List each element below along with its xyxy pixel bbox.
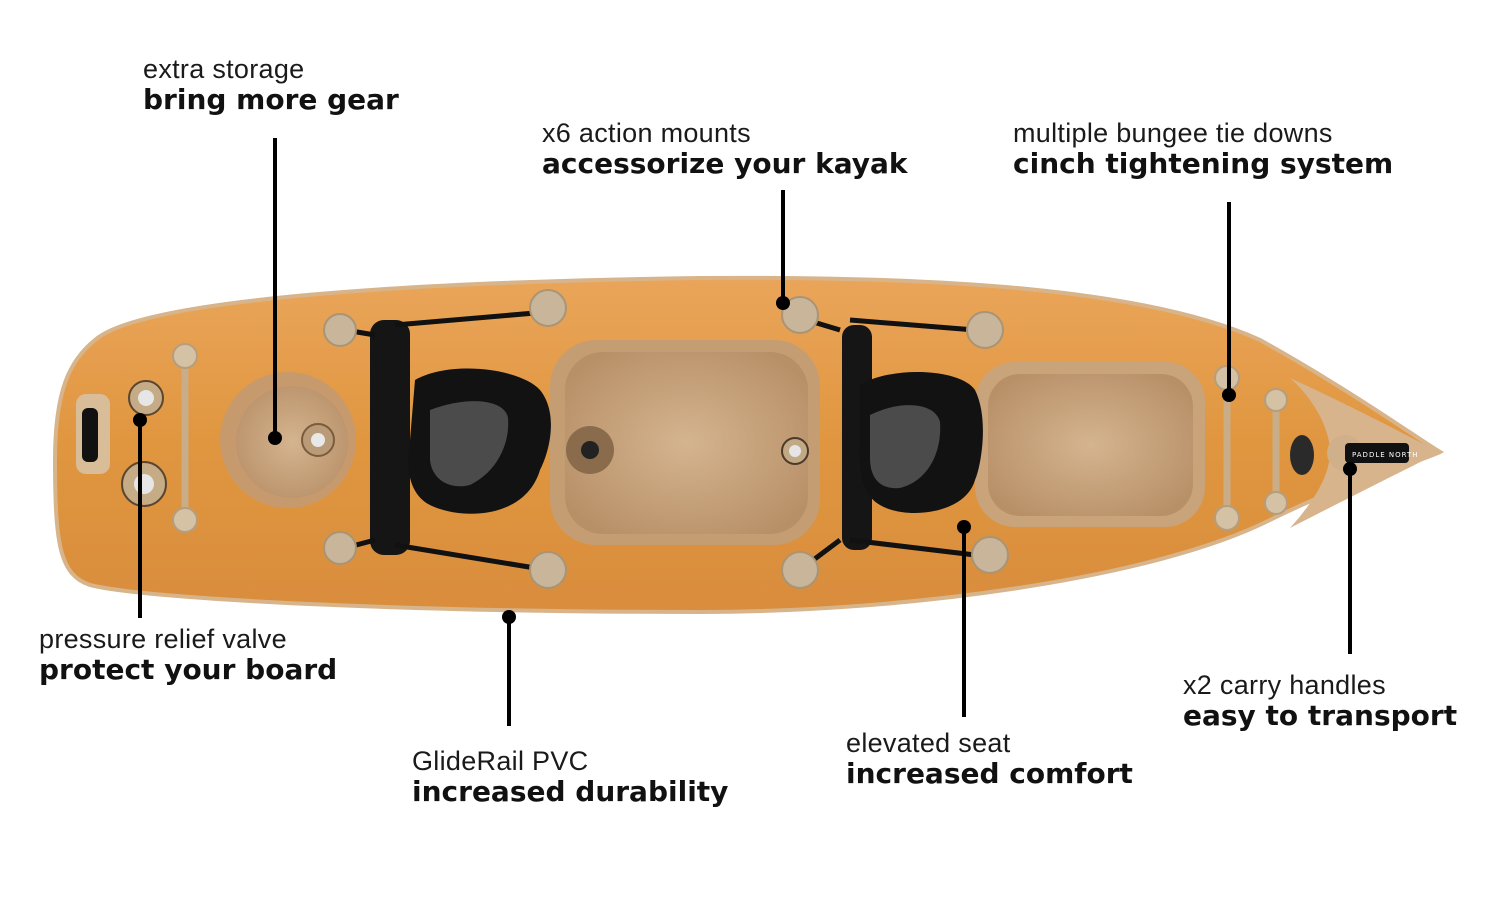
action-mounts [323, 289, 1009, 589]
front-seat [370, 320, 551, 555]
brand-logo [1290, 435, 1314, 475]
callout-subtitle: bring more gear [143, 83, 399, 117]
dot-valve [133, 413, 147, 427]
callout-bungee: multiple bungee tie downs cinch tighteni… [1013, 118, 1393, 180]
callout-subtitle: protect your board [39, 653, 338, 687]
leader-handles [1348, 468, 1352, 654]
callout-title: x2 carry handles [1183, 670, 1386, 700]
rear-carry-handle [76, 394, 110, 474]
front-carry-handle: PADDLE NORTH [1327, 435, 1419, 471]
dot-handles [1343, 462, 1357, 476]
callout-subtitle: easy to transport [1183, 699, 1458, 733]
leader-rail [507, 618, 511, 726]
callout-title: extra storage [143, 54, 305, 84]
dot-seat [957, 520, 971, 534]
dot-bungee [1222, 388, 1236, 402]
callout-seat: elevated seat increased comfort [846, 728, 1133, 790]
callout-subtitle: increased durability [412, 775, 729, 809]
callout-title: elevated seat [846, 728, 1011, 758]
callout-title: pressure relief valve [39, 624, 287, 654]
callout-subtitle: increased comfort [846, 757, 1133, 791]
leader-mounts [781, 190, 785, 305]
callout-storage: extra storage bring more gear [143, 54, 399, 116]
callout-title: GlideRail PVC [412, 746, 589, 776]
bungee-straps [181, 356, 1280, 524]
leader-valve [138, 420, 142, 618]
callout-title: x6 action mounts [542, 118, 751, 148]
leader-seat [962, 527, 966, 717]
leader-storage [273, 138, 277, 438]
dot-rail [502, 610, 516, 624]
callout-title: multiple bungee tie downs [1013, 118, 1333, 148]
dot-mounts [776, 296, 790, 310]
callout-rail: GlideRail PVC increased durability [412, 746, 728, 808]
callout-subtitle: accessorize your kayak [542, 147, 908, 181]
leader-bungee [1227, 202, 1231, 392]
dot-storage [268, 431, 282, 445]
callout-mounts: x6 action mounts accessorize your kayak [542, 118, 908, 180]
callout-handles: x2 carry handles easy to transport [1183, 670, 1457, 732]
svg-text:PADDLE NORTH: PADDLE NORTH [1352, 451, 1419, 459]
rear-seat [842, 325, 983, 550]
callout-valve: pressure relief valve protect your board [39, 624, 337, 686]
callout-subtitle: cinch tightening system [1013, 147, 1394, 181]
